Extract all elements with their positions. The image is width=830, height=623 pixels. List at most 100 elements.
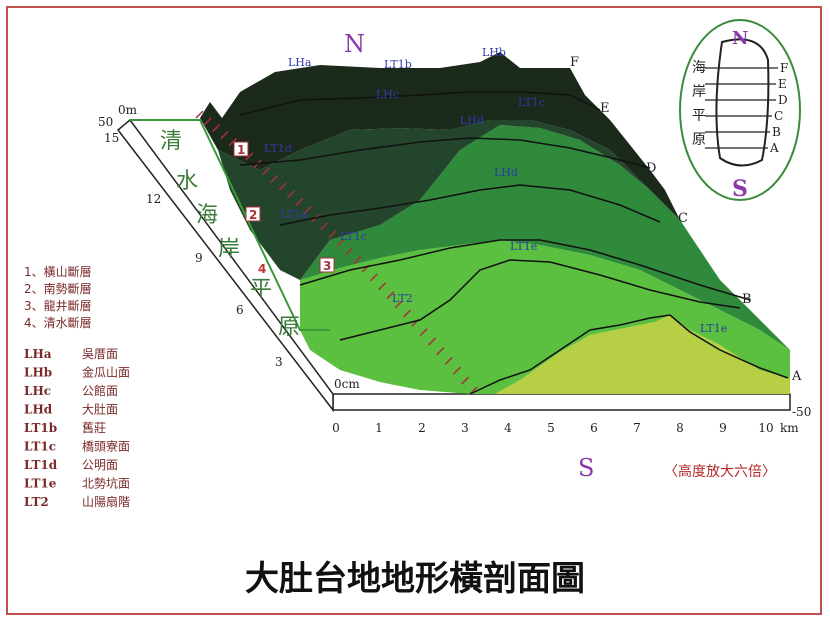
height-top-label: 0m (118, 103, 138, 117)
fault-marker-4: 4 (258, 262, 266, 276)
distance-unit: km (780, 421, 799, 435)
distance-tick-label: 0 (332, 421, 340, 435)
fault-hatch-mark (303, 206, 312, 215)
diagram-title: 大肚台地地形橫剖面圖 (245, 559, 585, 599)
legend-surface-code: LT1b (24, 421, 57, 435)
height-tick-6: 6 (236, 303, 244, 317)
layer-mid-green (300, 125, 790, 350)
fault-hatch-mark (444, 356, 453, 365)
label-LT1b: LT1b (384, 58, 412, 71)
fault-marker-3: 3 (319, 257, 335, 273)
fault-hatch-mark (328, 230, 337, 239)
inset-char-1: 海 (692, 60, 706, 76)
fault-hatch-mark (436, 347, 445, 356)
fault-hatch-mark (452, 366, 461, 375)
fault-hatch-mark (419, 328, 428, 337)
compass-north: N (344, 30, 365, 58)
fault-hatch-mark (195, 110, 204, 119)
label-LT1c-2: LT1c (340, 230, 367, 243)
height-bottom-label: 0cm (334, 377, 360, 391)
height-right-label: -50 (792, 405, 811, 419)
label-LHb: LHb (482, 46, 506, 59)
label-LT1e: LT1e (510, 240, 537, 253)
inset-north: N (732, 28, 748, 49)
svg-text:3: 3 (323, 259, 331, 273)
layer-lime (495, 315, 790, 394)
fault-hatch-mark (286, 190, 295, 199)
fault-marker-2: 2 (245, 206, 261, 222)
svg-text:1: 1 (237, 143, 245, 157)
distance-tick-label: 8 (676, 421, 684, 435)
fault-hatch-mark (203, 117, 212, 126)
inset-map: N S 海 岸 平 原 F E D C B A (679, 19, 801, 202)
profile-letter-E: E (600, 101, 610, 116)
legend-surface-code: LT2 (24, 495, 49, 509)
label-LT1e-2: LT1e (700, 322, 727, 335)
inset-line-B: B (772, 125, 781, 139)
legend-surface-name: 橋頭寮面 (82, 439, 130, 454)
plain-char-6: 原 (278, 315, 300, 340)
inset-char-2: 岸 (692, 84, 706, 100)
inset-line-D: D (778, 93, 788, 107)
base-slab-front (332, 393, 791, 411)
distance-tick-label: 2 (418, 421, 426, 435)
legend-surface-code: LT1c (24, 440, 56, 454)
plain-char-3: 海 (196, 203, 218, 228)
fault-hatch-mark (320, 222, 329, 231)
label-LHd: LHd (460, 114, 484, 127)
fault-hatch-mark (394, 300, 403, 309)
fault-hatch-mark (386, 291, 395, 300)
legend-fault-item: 2、南勢斷層 (24, 281, 92, 296)
inset-line-F: F (780, 61, 788, 75)
fault-hatch-mark (270, 174, 279, 183)
legend-surface-code: LT1d (24, 458, 58, 472)
distance-tick-label: 6 (590, 421, 598, 435)
label-LT1d: LT1d (264, 142, 292, 155)
base-slab-side (116, 118, 334, 413)
distance-tick-label: 1 (375, 421, 383, 435)
fault-hatch-mark (212, 124, 221, 133)
distance-tick-label: 4 (504, 421, 512, 435)
profile-letter-D: D (646, 161, 656, 176)
legend-surface-name: 公館面 (82, 383, 118, 398)
height-left-top: 50 (98, 115, 113, 129)
legend-surface-name: 金瓜山面 (82, 365, 130, 380)
legend-surface-code: LHb (24, 366, 52, 380)
plain-char-1: 清 (160, 129, 182, 154)
inset-line-C: C (774, 109, 783, 123)
fault-hatch-mark (261, 167, 270, 176)
fault-hatch-mark (353, 255, 362, 264)
plain-char-5: 平 (250, 277, 272, 302)
legend-surface-name: 大肚面 (82, 402, 118, 417)
distance-tick-label: 3 (461, 421, 469, 435)
fault-hatch-mark (295, 198, 304, 207)
legend-surface-code: LHd (24, 403, 53, 417)
fault-hatch-mark (427, 337, 437, 346)
legend-surface-name: 舊莊 (82, 420, 106, 435)
label-LT1c: LT1c (518, 96, 545, 109)
legend-surface-name: 山陽扇階 (82, 494, 130, 509)
legend-fault-item: 1、橫山斷層 (24, 265, 92, 279)
inset-south: S (732, 176, 748, 202)
fault-hatch-mark (220, 130, 229, 140)
profile-lines (239, 91, 789, 395)
fault-hatch-mark (403, 309, 412, 318)
profile-letter-C: C (678, 211, 688, 226)
height-tick-3: 3 (275, 355, 283, 369)
legend-fault-item: 4、清水斷層 (24, 316, 92, 330)
height-tick-12: 12 (146, 192, 161, 206)
fault-hatch-mark (369, 273, 378, 282)
inset-char-4: 原 (692, 132, 706, 148)
legend-surface-code: LT1e (24, 477, 57, 491)
plain-char-4: 岸 (218, 237, 240, 262)
compass-south: S (578, 454, 594, 482)
legend-surface-name: 吳厝面 (82, 347, 118, 361)
profile-letter-B: B (742, 292, 752, 307)
fault-hatch-mark (278, 182, 287, 191)
height-tick-15: 15 (104, 131, 119, 145)
label-LT2: LT2 (392, 292, 413, 305)
